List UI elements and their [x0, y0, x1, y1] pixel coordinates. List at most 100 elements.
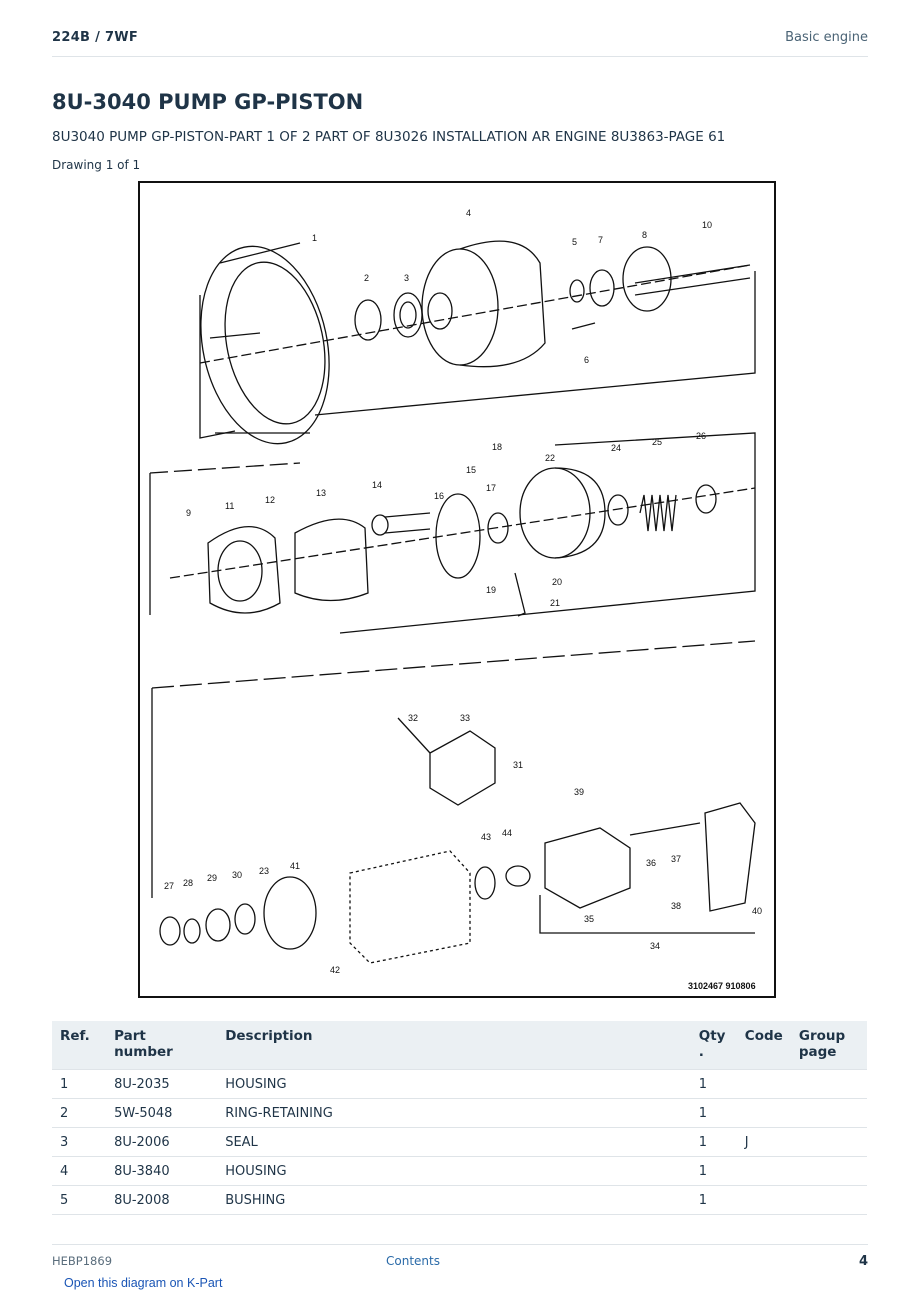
- cell-qty: 1: [690, 1127, 737, 1157]
- col-qty: Qty .: [690, 1021, 737, 1070]
- cell-code: [736, 1185, 791, 1215]
- cell-ref: 4: [52, 1156, 107, 1186]
- callout-44: 44: [502, 828, 512, 838]
- cell-description: HOUSING: [217, 1069, 691, 1099]
- drawing-count: Drawing 1 of 1: [52, 158, 141, 172]
- callout-19: 19: [486, 585, 496, 595]
- cell-description: RING-RETAINING: [217, 1098, 691, 1128]
- callout-11: 11: [225, 501, 234, 511]
- cell-part-number: 8U-2008: [106, 1185, 218, 1215]
- cell-qty: 1: [690, 1098, 737, 1128]
- callout-4: 4: [466, 208, 471, 218]
- model-label: 224B / 7WF: [52, 30, 139, 45]
- callout-28: 28: [183, 878, 193, 888]
- cell-part-number: 8U-3840: [106, 1156, 218, 1186]
- cell-group-page: [790, 1127, 867, 1157]
- part-33-block: [429, 730, 496, 806]
- cell-ref: 2: [52, 1098, 107, 1128]
- part-2-ring: [354, 299, 382, 341]
- parts-table: Ref. Part number Description Qty . Code …: [52, 1021, 867, 1215]
- callout-33: 33: [460, 713, 470, 723]
- callout-21: 21: [550, 598, 560, 608]
- callout-37: 37: [671, 854, 681, 864]
- document-id: HEBP1869: [52, 1254, 113, 1268]
- col-part-number: Part number: [106, 1021, 218, 1070]
- callout-13: 13: [316, 488, 326, 498]
- cell-description: SEAL: [217, 1127, 691, 1157]
- callout-25: 25: [652, 437, 662, 447]
- part-22: [519, 467, 591, 559]
- cell-ref: 3: [52, 1127, 107, 1157]
- callout-18: 18: [492, 442, 502, 452]
- callout-34: 34: [650, 941, 660, 951]
- callout-30: 30: [232, 870, 242, 880]
- part-16: [435, 493, 481, 579]
- part-25-spring: [639, 494, 677, 532]
- callout-27: 27: [164, 881, 174, 891]
- callout-9: 9: [186, 508, 191, 518]
- drawing-reference: 3102467 910806: [688, 981, 756, 991]
- callout-40: 40: [752, 906, 762, 916]
- parts-table-header: Ref. Part number Description Qty . Code …: [52, 1021, 867, 1070]
- part-35-pump: [544, 827, 631, 909]
- cell-group-page: [790, 1156, 867, 1186]
- cell-ref: 5: [52, 1185, 107, 1215]
- callout-24: 24: [611, 443, 621, 453]
- cell-code: [736, 1156, 791, 1186]
- part-13: [294, 518, 369, 602]
- cell-group-page: [790, 1098, 867, 1128]
- callout-15: 15: [466, 465, 476, 475]
- callout-12: 12: [265, 495, 275, 505]
- callout-32: 32: [408, 713, 418, 723]
- col-code: Code: [736, 1021, 791, 1070]
- cell-part-number: 8U-2035: [106, 1069, 218, 1099]
- kpart-link[interactable]: Open this diagram on K-Part: [64, 1276, 223, 1290]
- part-1-housing: [200, 245, 330, 445]
- page-title: 8U-3040 PUMP GP-PISTON: [52, 90, 364, 114]
- col-ref: Ref.: [52, 1021, 107, 1070]
- callout-23: 23: [259, 866, 269, 876]
- part-11: [207, 525, 281, 614]
- callout-31: 31: [513, 760, 523, 770]
- cell-group-page: [790, 1185, 867, 1215]
- callout-17: 17: [486, 483, 496, 493]
- callout-16: 16: [434, 491, 444, 501]
- callout-20: 20: [552, 577, 562, 587]
- callout-42: 42: [330, 965, 340, 975]
- part-4-housing: [421, 248, 499, 366]
- contents-link[interactable]: Contents: [386, 1254, 440, 1268]
- col-description: Description: [217, 1021, 691, 1070]
- callout-5: 5: [572, 237, 577, 247]
- panel-1-outline: [199, 295, 236, 439]
- col-group-page: Group page: [790, 1021, 867, 1070]
- drawing-canvas: 1 2 3 4 5 6 7 8 10 9 11 12 13 14 15 16 1…: [149, 208, 762, 991]
- callout-22: 22: [545, 453, 555, 463]
- page-header: 224B / 7WF Basic engine: [52, 26, 868, 57]
- callout-38: 38: [671, 901, 681, 911]
- part-5-bushing: [569, 279, 585, 303]
- callout-8: 8: [642, 230, 647, 240]
- callout-41: 41: [290, 861, 300, 871]
- page-footer: HEBP1869 Contents 4: [52, 1244, 868, 1277]
- callout-10: 10: [702, 220, 712, 230]
- part-23: [263, 876, 317, 950]
- callout-43: 43: [481, 832, 491, 842]
- part-3-seal: [393, 292, 423, 338]
- page-number: 4: [858, 1254, 868, 1269]
- callout-36: 36: [646, 858, 656, 868]
- callout-26: 26: [696, 431, 706, 441]
- cell-qty: 1: [690, 1156, 737, 1186]
- cell-qty: 1: [690, 1069, 737, 1099]
- callout-3: 3: [404, 273, 409, 283]
- cell-code: [736, 1098, 791, 1128]
- callout-39: 39: [574, 787, 584, 797]
- callout-1: 1: [312, 233, 317, 243]
- callout-29: 29: [207, 873, 217, 883]
- cell-ref: 1: [52, 1069, 107, 1099]
